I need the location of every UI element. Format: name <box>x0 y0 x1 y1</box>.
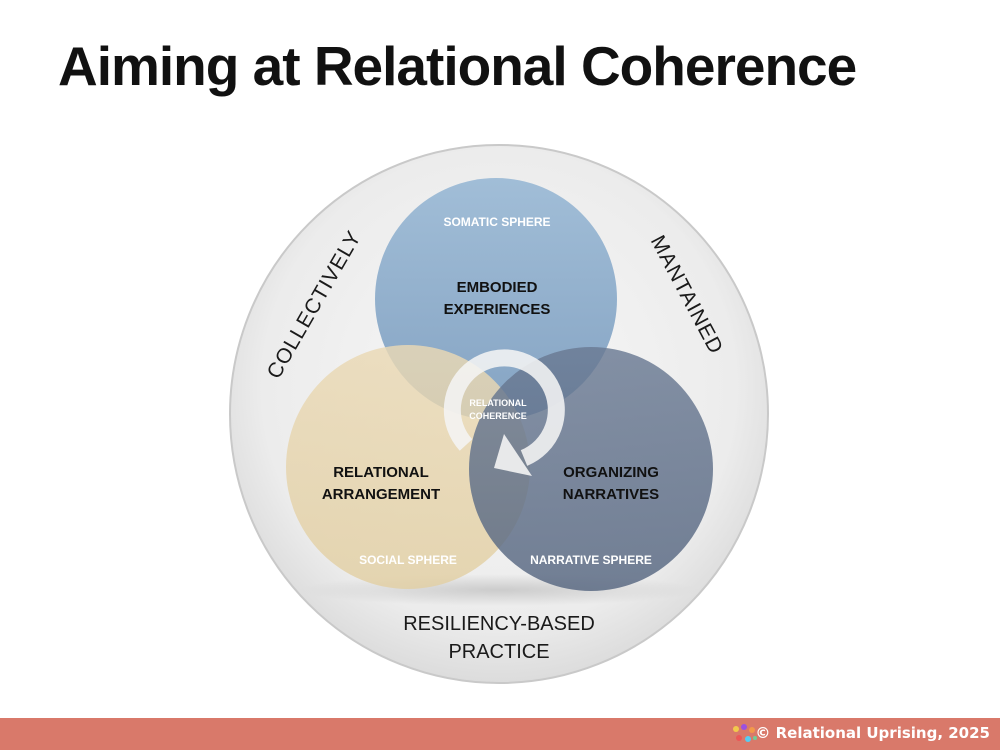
practice-label: PRACTICE <box>448 641 549 663</box>
coherence-venn-diagram: COLLECTIVELY MANTAINED RESILIENCY-BASED … <box>229 144 769 684</box>
somatic-sphere-label: SOMATIC SPHERE <box>443 215 550 229</box>
copyright-text: © Relational Uprising, 2025 <box>755 724 990 742</box>
arrangement-label: ARRANGEMENT <box>322 486 440 503</box>
resiliency-label: RESILIENCY-BASED <box>403 613 595 635</box>
center-relational-label: RELATIONAL <box>469 398 527 408</box>
experiences-label: EXPERIENCES <box>444 301 551 318</box>
relational-arrangement-circle <box>286 345 530 589</box>
narrative-sphere-label: NARRATIVE SPHERE <box>530 553 652 567</box>
center-coherence-label: COHERENCE <box>469 411 527 421</box>
embodied-label: EMBODIED <box>457 279 538 296</box>
social-sphere-label: SOCIAL SPHERE <box>359 553 457 567</box>
relational-label: RELATIONAL <box>333 464 429 481</box>
relational-uprising-logo-icon <box>733 724 757 742</box>
slide-title: Aiming at Relational Coherence <box>58 35 857 97</box>
cycle-arrow-icon <box>443 349 565 476</box>
narratives-label: NARRATIVES <box>563 486 659 503</box>
organizing-narratives-circle <box>469 347 713 591</box>
organizing-label: ORGANIZING <box>563 464 659 481</box>
footer-bar: © Relational Uprising, 2025 <box>0 718 1000 750</box>
